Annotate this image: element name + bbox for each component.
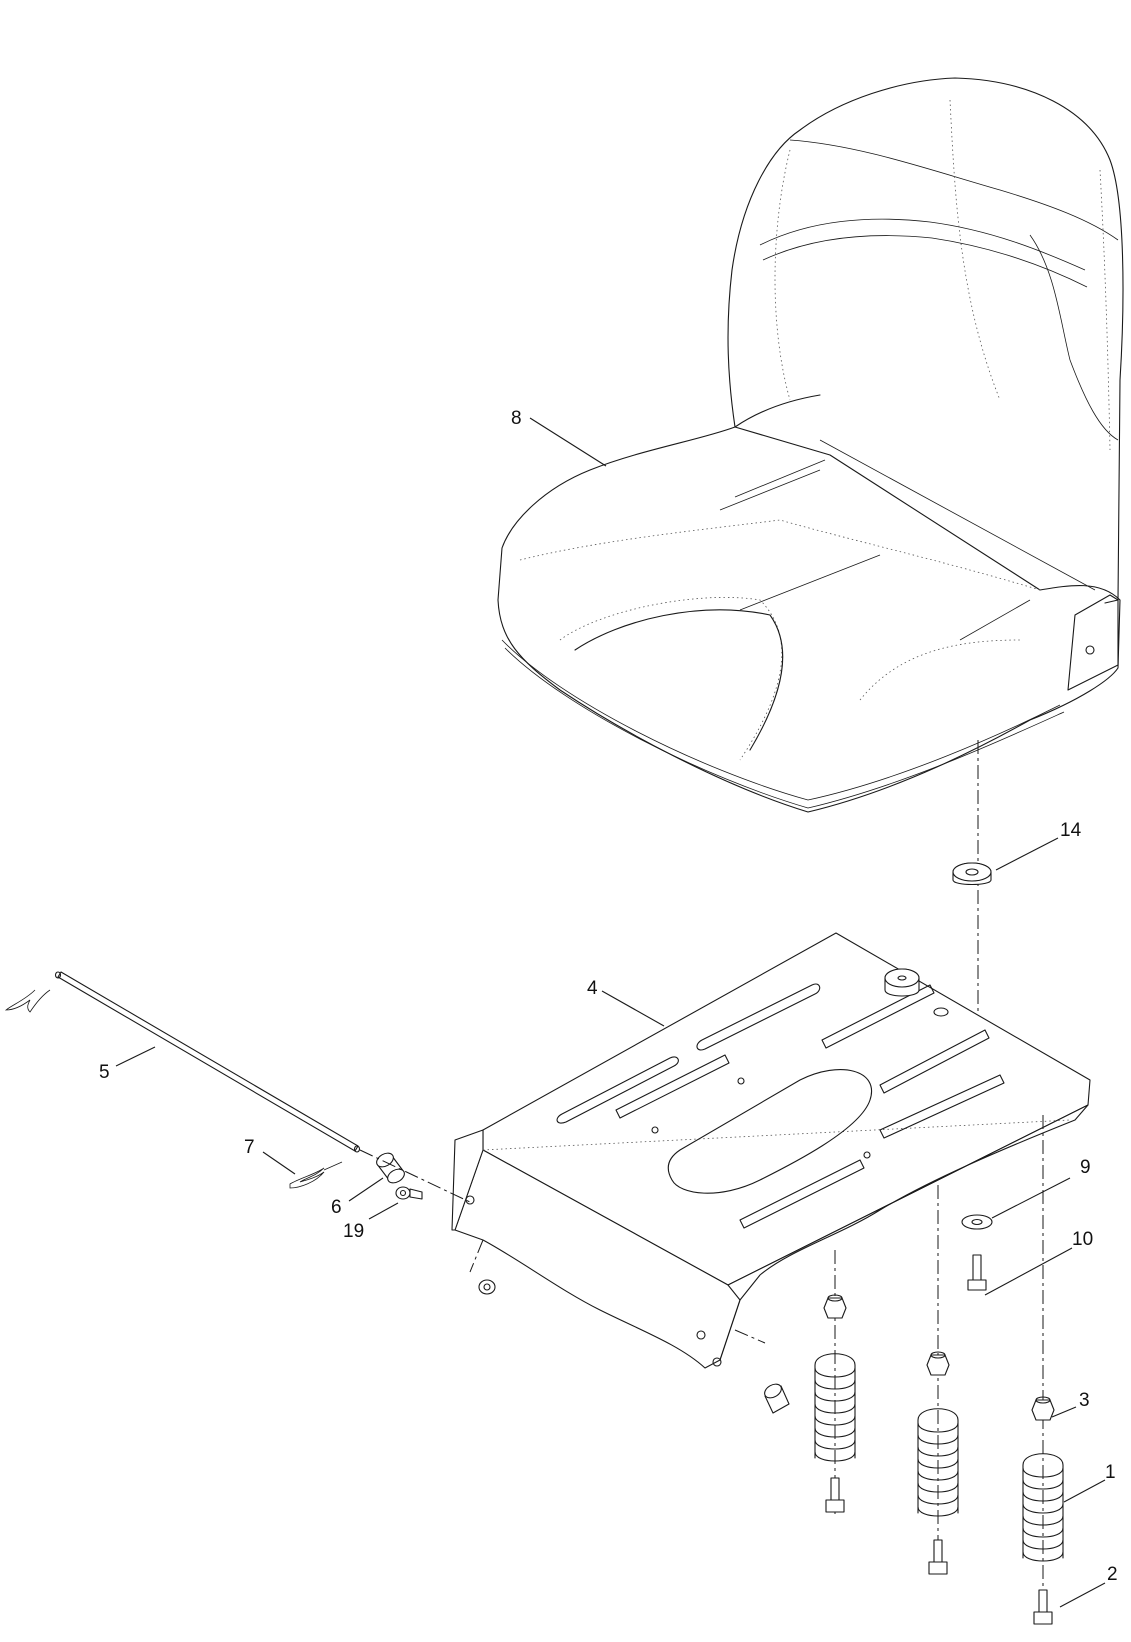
leader-lines [115, 417, 1106, 1608]
seat-assembly [497, 77, 1124, 813]
bolt-part-10 [967, 1254, 987, 1291]
nut-left [478, 1279, 496, 1295]
rod-axis-line-lower [469, 1239, 766, 1344]
spacer-part-14 [952, 862, 992, 886]
callout-1: 1 [1105, 1462, 1116, 1483]
callout-9: 9 [1080, 1157, 1091, 1178]
callout-19: 19 [343, 1221, 364, 1242]
callout-4: 4 [587, 978, 598, 999]
pivot-rod-part-5 [4, 971, 361, 1153]
spring-stack-right [1022, 1396, 1064, 1625]
callout-2: 2 [1107, 1564, 1118, 1585]
spring-stack-left [814, 1294, 856, 1513]
callout-3: 3 [1079, 1390, 1090, 1411]
spring-stack-middle [917, 1351, 959, 1575]
bushing-front [764, 1383, 790, 1414]
callout-14: 14 [1060, 820, 1082, 841]
rod-axis-line [359, 1149, 473, 1204]
seat-plate-part-4 [451, 932, 1091, 1369]
hairpin-clip-part-7 [289, 1161, 343, 1189]
callouts: 8 14 4 5 7 6 19 9 10 3 1 2 [99, 408, 1118, 1585]
bolt-part-19 [395, 1186, 423, 1200]
callout-10: 10 [1072, 1229, 1093, 1250]
washer-part-9 [961, 1214, 993, 1230]
callout-8: 8 [511, 408, 522, 429]
callout-7: 7 [244, 1137, 255, 1158]
callout-6: 6 [331, 1197, 342, 1218]
callout-5: 5 [99, 1062, 110, 1083]
